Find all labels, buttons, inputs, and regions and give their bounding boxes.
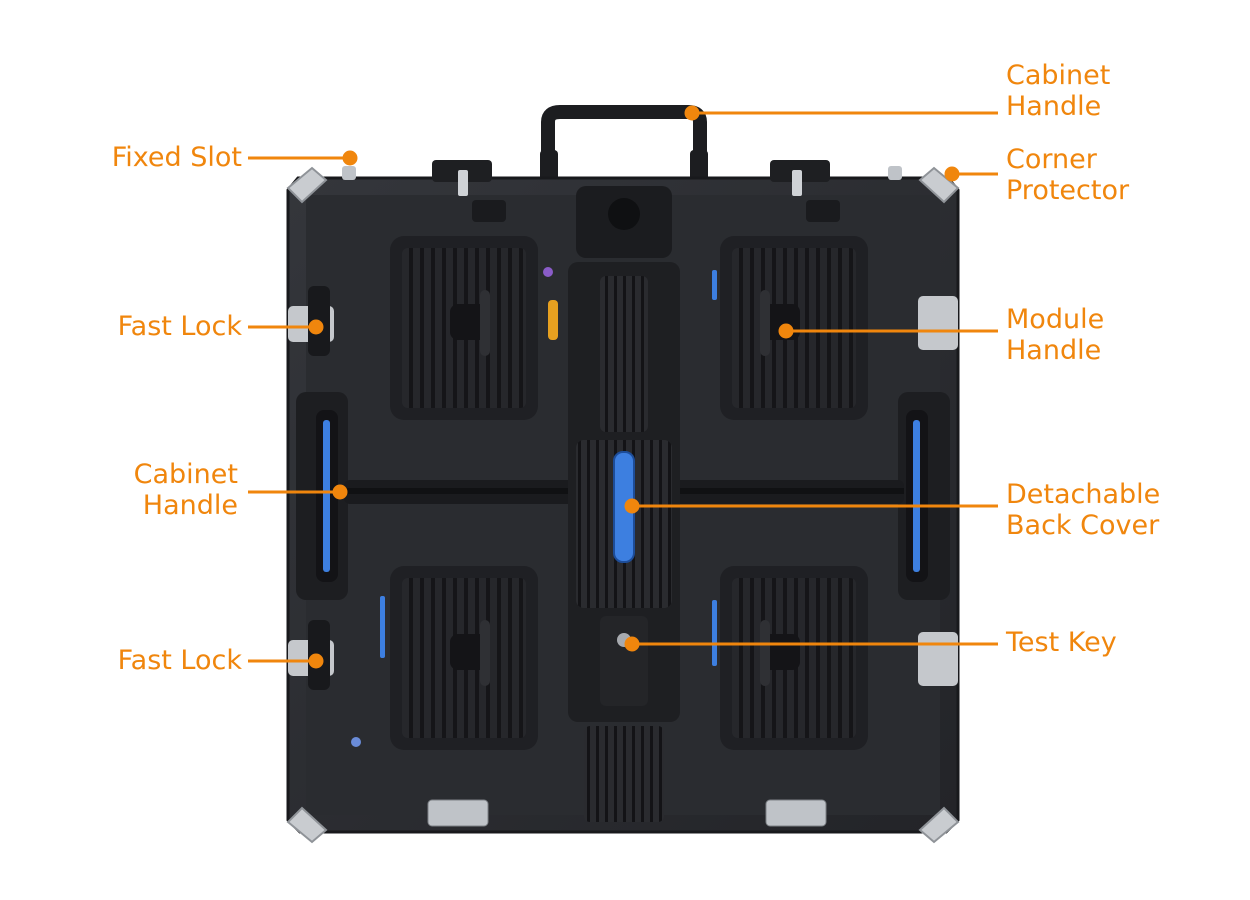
fixed-slots — [342, 160, 902, 222]
label-fast-lock-lower: Fast Lock — [117, 645, 242, 676]
leader-dot-test-key — [624, 636, 640, 652]
label-module-handle: Module Handle — [1006, 304, 1105, 366]
bottom-clips — [427, 799, 827, 827]
leader-dot-fast-lock-upper — [308, 319, 324, 335]
leader-dot-detachable-back-cover — [624, 498, 640, 514]
top-cabinet-handle — [540, 105, 708, 184]
leader-dot-cabinet-handle-top — [684, 105, 700, 121]
central-box — [568, 186, 680, 822]
corner-protectors — [286, 166, 960, 844]
blue-indicators — [351, 267, 717, 747]
label-detachable-back-cover: Detachable Back Cover — [1006, 479, 1161, 541]
leader-dot-fast-lock-lower — [308, 653, 324, 669]
label-cabinet-handle-side: Cabinet Handle — [133, 459, 238, 521]
leader-dot-module-handle — [778, 323, 794, 339]
label-test-key: Test Key — [1006, 627, 1117, 658]
label-corner-protector: Corner Protector — [1006, 144, 1130, 206]
label-fast-lock-upper: Fast Lock — [117, 311, 242, 342]
label-cabinet-handle-top: Cabinet Handle — [1006, 60, 1111, 122]
leader-dot-fixed-slot — [342, 150, 358, 166]
leader-dot-corner-protector — [944, 166, 960, 182]
leader-dot-cabinet-handle-side — [332, 484, 348, 500]
side-cabinet-handles — [296, 392, 950, 600]
label-fixed-slot: Fixed Slot — [111, 142, 242, 173]
